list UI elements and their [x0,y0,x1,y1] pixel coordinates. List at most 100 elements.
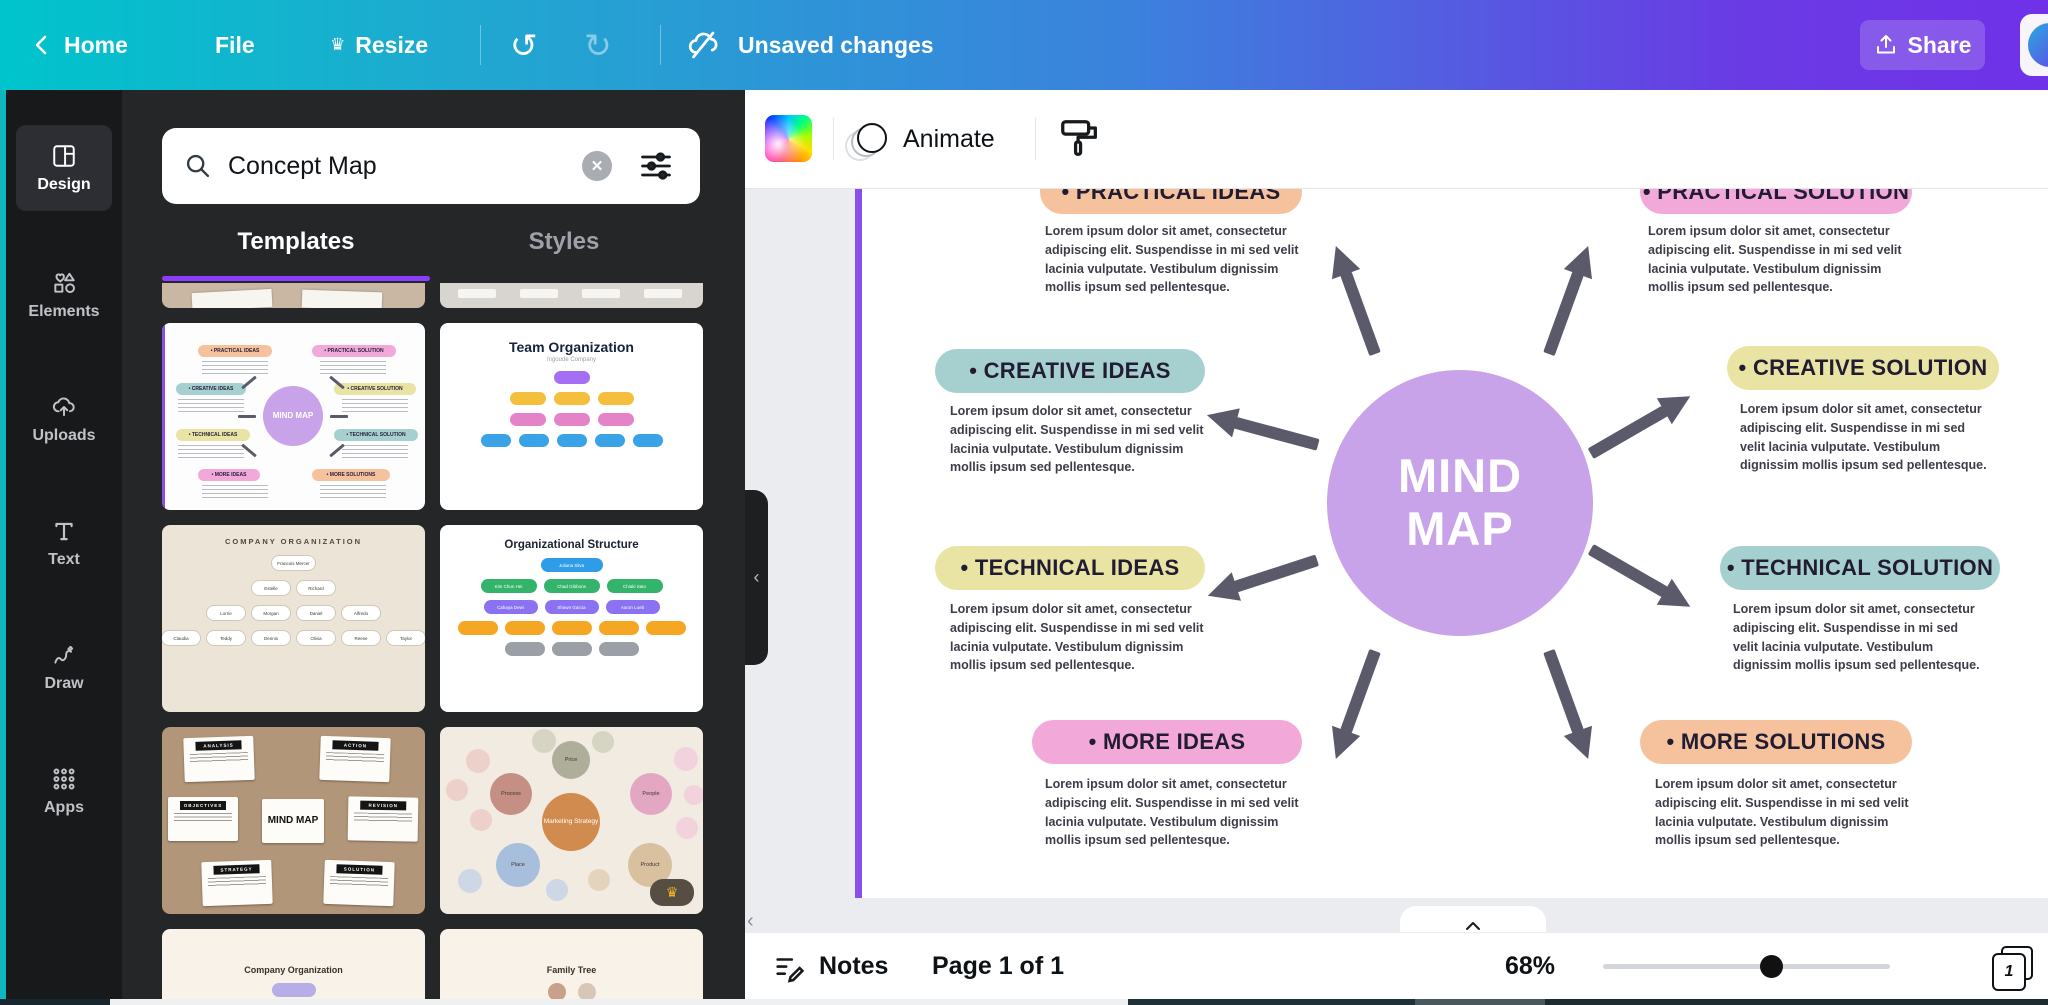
scroll-left-chevron[interactable]: ‹ [747,910,754,933]
mini-text [325,751,385,765]
template-thumbnail-team-organization[interactable]: Team Organization Ingoude Company [440,323,703,510]
mini-text [329,875,389,889]
mind-map-center[interactable]: MIND MAP [1327,370,1593,636]
account-avatar[interactable] [2020,14,2048,76]
mini-node: Taylor [386,630,425,646]
grid-view-button[interactable]: 1 [1992,946,2034,991]
mini-node [598,621,639,635]
avatar [2028,23,2048,67]
node-more-solutions[interactable]: • MORE SOLUTIONS [1640,720,1912,764]
thumb-shape [191,288,273,308]
sidebar-item-draw[interactable]: Draw [16,624,112,710]
sidebar-item-apps[interactable]: Apps [16,748,112,834]
resize-button[interactable]: ♛ Resize [330,0,428,90]
save-status[interactable]: Unsaved changes [686,0,934,90]
zoom-slider[interactable] [1603,955,1890,978]
collapse-toolbar-tab[interactable] [1400,906,1546,933]
mini-node [598,642,639,656]
template-thumbnail-company-organization[interactable]: COMPANY ORGANIZATION Francois Mercer Est… [162,525,425,712]
node-technical-ideas[interactable]: • TECHNICAL IDEAS [935,546,1205,590]
zoom-slider-knob[interactable] [1760,955,1783,978]
node-creative-ideas[interactable]: • CREATIVE IDEAS [935,349,1205,393]
mini-pill: • PRACTICAL SOLUTION [312,345,396,357]
mini-bubble [532,729,556,753]
rail-label: Text [48,550,80,568]
collapse-panel-handle[interactable]: ‹ [745,490,768,665]
sidebar-item-design[interactable]: Design [16,125,112,211]
node-practical-ideas[interactable]: • PRACTICAL IDEAS [1040,188,1302,214]
filter-icon[interactable] [638,148,674,184]
paint-roller-icon[interactable] [1057,115,1103,161]
notes-icon[interactable] [772,951,806,985]
mini-center-label: MIND MAP [267,814,319,826]
node-practical-solution[interactable]: • PRACTICAL SOLUTION [1640,188,1912,214]
mini-bubble [446,779,468,801]
page-accent-stripe[interactable] [855,188,862,898]
node-body-text[interactable]: Lorem ipsum dolor sit amet, consectetur … [1045,777,1299,848]
mini-node: Reese [341,630,381,646]
animate-icon [845,119,889,161]
zoom-percentage[interactable]: 68% [1504,952,1555,980]
template-thumbnail-company-organization-2[interactable]: Company Organization [162,929,425,999]
sidebar-item-text[interactable]: Text [16,500,112,586]
undo-button[interactable]: ↺ [510,0,538,90]
mini-card-title: ACTION [332,740,379,751]
clear-search-button[interactable]: ✕ [582,151,612,181]
mini-bubble [466,749,490,773]
thumb-shape [520,289,558,298]
template-thumbnail[interactable] [440,283,703,308]
pro-crown-badge: ♛ [650,879,694,906]
tab-templates[interactable]: Templates [162,228,430,256]
mini-node [632,434,663,447]
mini-bubble [684,785,703,805]
mini-center-label: Marketing Strategy [542,793,600,851]
crown-icon: ♛ [330,35,346,55]
node-body-text[interactable]: Lorem ipsum dolor sit amet, consectetur … [1648,224,1902,295]
mini-card-title: REVISION [360,800,407,811]
search-input[interactable]: Concept Map ✕ [162,128,700,204]
node-body-text[interactable]: Lorem ipsum dolor sit amet, consectetur … [1045,224,1299,295]
mini-text [320,361,386,375]
notes-button[interactable]: Notes [819,933,888,1000]
back-home-button[interactable]: Home [30,0,128,90]
sidebar-item-uploads[interactable]: Uploads [16,376,112,462]
mini-node [597,392,634,405]
mini-text [320,485,386,499]
tab-styles[interactable]: Styles [430,228,698,256]
mini-bubble [546,879,568,901]
redo-button[interactable]: ↻ [584,0,612,90]
template-thumbnail-mind-map[interactable]: • PRACTICAL IDEAS • PRACTICAL SOLUTION •… [162,323,425,510]
node-creative-solution[interactable]: • CREATIVE SOLUTION [1727,346,1999,390]
node-body-text[interactable]: Lorem ipsum dolor sit amet, consectetur … [1740,402,1987,473]
node-body-text[interactable]: Lorem ipsum dolor sit amet, consectetur … [950,404,1204,475]
template-thumbnail-organizational-structure[interactable]: Organizational Structure Juliana Silva K… [440,525,703,712]
toolbar-divider [833,118,834,160]
file-label: File [215,31,255,58]
template-thumbnail-marketing-strategy[interactable]: Price Process People Place Product Marke… [440,727,703,914]
template-thumbnail-family-tree[interactable]: Family Tree [440,929,703,999]
node-more-ideas[interactable]: • MORE IDEAS [1032,720,1302,764]
mini-node [645,621,686,635]
org-row: Juliana Silva [440,558,703,572]
node-body-text[interactable]: Lorem ipsum dolor sit amet, consectetur … [950,602,1204,673]
mini-text [202,485,268,499]
org-row [440,642,703,656]
mini-node: Claudia [162,630,201,646]
background-color-swatch[interactable] [765,115,812,162]
template-thumbnail-craft-mind-map[interactable]: ANALYSIS ACTION OBJECTIVES REVISION STRA… [162,727,425,914]
elements-icon [54,272,75,293]
node-body-text[interactable]: Lorem ipsum dolor sit amet, consectetur … [1655,777,1909,848]
template-thumbnail[interactable] [162,283,425,308]
node-body-text[interactable]: Lorem ipsum dolor sit amet, consectetur … [1733,602,1980,673]
animate-button[interactable]: Animate [845,108,995,170]
file-menu-button[interactable]: File [215,0,255,90]
animate-label: Animate [903,124,995,153]
sidebar-item-elements[interactable]: Elements [16,252,112,338]
mini-card: OBJECTIVES [168,797,238,841]
node-technical-solution[interactable]: • TECHNICAL SOLUTION [1720,546,2000,590]
share-button[interactable]: Share [1860,20,1985,70]
crown-icon: ♛ [665,884,679,901]
mini-card: STRATEGY [201,859,273,907]
